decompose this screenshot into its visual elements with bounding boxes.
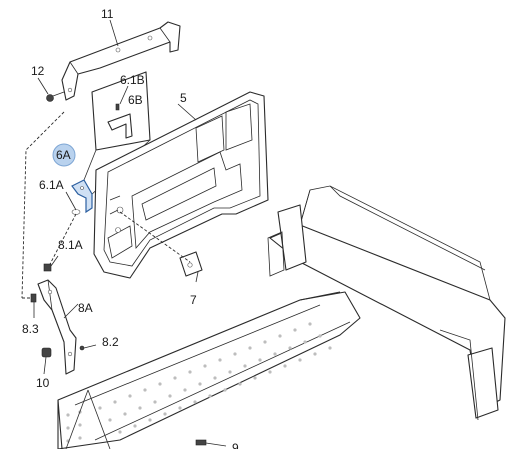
callout-5[interactable]: 5	[180, 91, 187, 105]
callout-11[interactable]: 11	[101, 7, 114, 21]
callout-6b[interactable]: 6B	[128, 93, 143, 107]
callout-leaders	[37, 19, 199, 319]
callout-10[interactable]: 10	[36, 376, 50, 390]
part-9-leader	[65, 389, 227, 450]
callout-6-1a[interactable]: 6.1A	[39, 178, 64, 192]
part-12-screw	[46, 91, 65, 102]
callout-8-3[interactable]: 8.3	[22, 322, 39, 336]
callout-7[interactable]: 7	[190, 293, 197, 307]
detail-box-6b	[79, 71, 151, 197]
part-6a-bracket	[71, 179, 93, 214]
part-8-2-screw	[79, 344, 97, 351]
callout-6a-highlight	[52, 143, 76, 167]
part-8-1a-nut	[43, 255, 59, 272]
callout-12[interactable]: 12	[31, 64, 45, 78]
callout-8a[interactable]: 8A	[78, 301, 93, 315]
callout-8-2[interactable]: 8.2	[102, 335, 119, 349]
callout-6-1b[interactable]: 6.1B	[120, 73, 145, 87]
callout-6a[interactable]: 6A	[56, 148, 71, 162]
part-11-upper-bracket	[61, 21, 181, 101]
part-5-side-panel	[93, 91, 269, 279]
part-7-plate	[119, 211, 203, 277]
part-8-3-bolt	[30, 293, 37, 318]
callout-9[interactable]: 9	[232, 441, 239, 454]
part-10-bolt	[41, 347, 52, 375]
part-8a-lower-bracket	[37, 279, 77, 375]
callout-8-1a[interactable]: 8.1A	[58, 238, 83, 252]
callout-labels: 11 12 6.1B 6B 5 6A 6.1A 8.1A 7 8A 8.3 8.…	[22, 7, 239, 454]
chassis-frame	[57, 185, 506, 450]
part-6-1a-washer	[65, 191, 81, 215]
